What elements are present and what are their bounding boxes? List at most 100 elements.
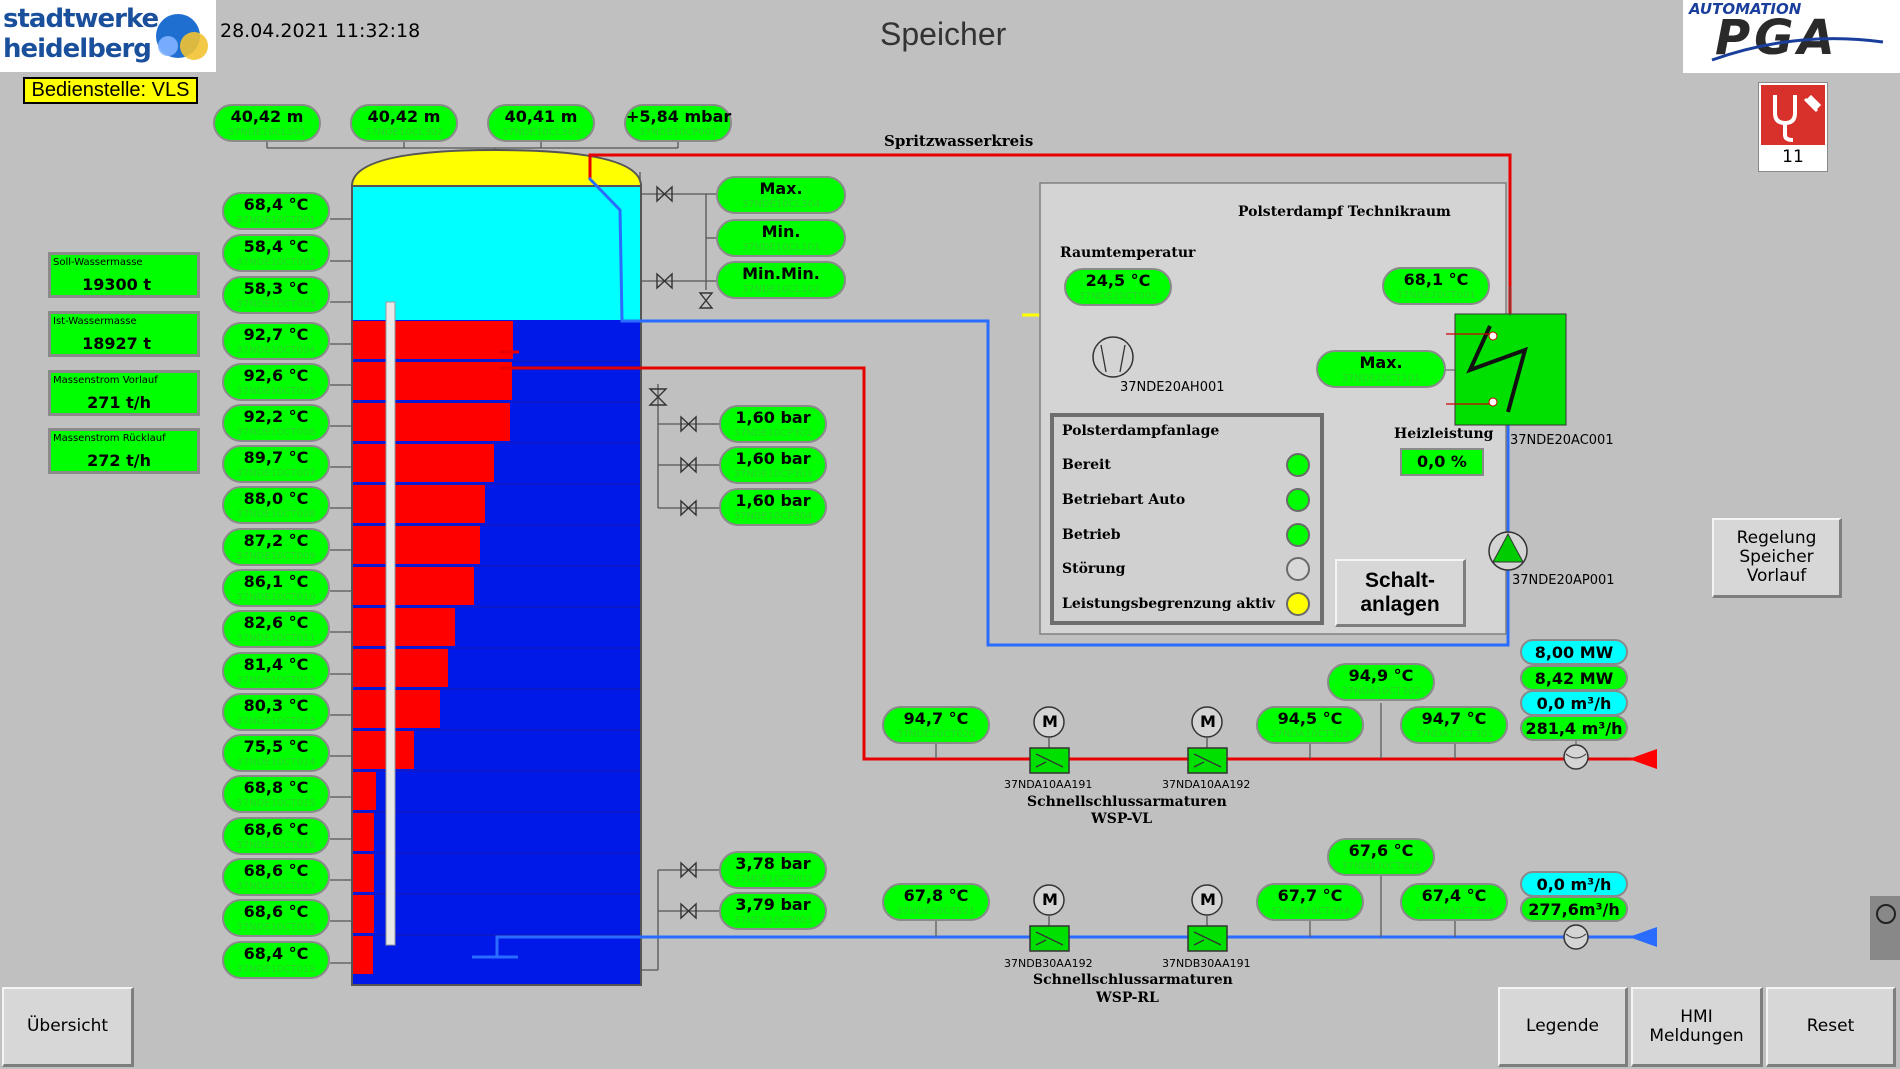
vl-power-1[interactable]: 8,00 MW [1520, 639, 1628, 665]
level-min-tag[interactable]: Min.37NDE10CL101 [716, 219, 846, 257]
status-leistungsbegrenzung: Leistungsbegrenzung aktiv [1062, 592, 1312, 616]
vl-valve1-motor-letter: M [1042, 712, 1058, 731]
page-title: Speicher [880, 16, 1007, 52]
uebersicht-button[interactable]: Übersicht [2, 987, 134, 1067]
rl-flow-2[interactable]: 277,6m³/h [1520, 896, 1628, 922]
raumtemperatur-label: Raumtemperatur [1060, 245, 1196, 261]
polster-panel: Polsterdampfanlage [1050, 413, 1324, 625]
rl-valve1-id: 37NDB30AA192 [1004, 957, 1093, 970]
maintenance-count: 11 [1782, 147, 1804, 167]
storage-tank [350, 148, 643, 986]
polster-title: Polsterdampf Technikraum [1238, 204, 1451, 220]
status-bereit: Bereit [1062, 453, 1312, 477]
pump-id: 37NDE20AP001 [1512, 573, 1615, 588]
led-leistungsbegrenzung [1286, 592, 1310, 616]
rl-valve2-motor-letter: M [1200, 890, 1216, 909]
vl-flow-2[interactable]: 281,4 m³/h [1520, 715, 1628, 741]
spritzwasser-label: Spritzwasserkreis [884, 132, 1034, 150]
rl-arrow-icon [1629, 927, 1657, 947]
status-betrieb: Betrieb [1062, 523, 1312, 547]
heater-icon [1436, 286, 1567, 426]
hmi-meldungen-button[interactable]: HMI Meldungen [1631, 987, 1763, 1067]
rl-valve2-id: 37NDB30AA191 [1162, 957, 1251, 970]
maintenance-button[interactable]: 11 [1758, 82, 1828, 172]
fan-id: 37NDE20AH001 [1120, 380, 1225, 395]
polster-panel-title: Polsterdampfanlage [1062, 423, 1220, 439]
regelung-button[interactable]: Regelung Speicher Vorlauf [1712, 518, 1842, 598]
vl-valve1-id: 37NDA10AA191 [1004, 778, 1093, 791]
rl-flow-1[interactable]: 0,0 m³/h [1520, 871, 1628, 897]
legende-button[interactable]: Legende [1498, 987, 1628, 1067]
level-max-tag[interactable]: Max.37NDE10CL304 [716, 176, 846, 214]
level-minmin-tag[interactable]: Min.Min.37NDE10CL102 [716, 261, 846, 299]
vl-valves-label: Schnellschlussarmaturen [1027, 794, 1227, 810]
cold-pipes [472, 176, 1635, 959]
heater-id: 37NDE20AC001 [1510, 433, 1614, 448]
vl-power-2[interactable]: 8,42 MW [1520, 665, 1628, 691]
fan-icon [1092, 336, 1134, 378]
status-betriebart-auto: Betriebart Auto [1062, 488, 1312, 512]
vl-valves-sub: WSP-VL [1091, 811, 1153, 827]
logo-line2: heidelberg [3, 34, 152, 64]
led-betrieb [1286, 523, 1310, 547]
heater-max-tag[interactable]: Max.37NDE20CT101 [1316, 350, 1446, 388]
operator-badge: Bedienstelle: VLS [23, 77, 198, 104]
datetime: 28.04.2021 11:32:18 [220, 20, 421, 42]
vl-flow-1[interactable]: 0,0 m³/h [1520, 690, 1628, 716]
led-stoerung [1286, 557, 1310, 581]
logo-stadtwerke: stadtwerke heidelberg [0, 0, 216, 72]
heizleistung-value[interactable]: 0,0 % [1400, 448, 1484, 476]
flow-meter-icons [1563, 740, 1589, 950]
schaltanlagen-button[interactable]: Schalt- anlagen [1335, 559, 1466, 627]
motor-valves [1029, 706, 1228, 952]
logo-pga-top: AUTOMATION [1689, 0, 1802, 18]
rl-valves-sub: WSP-RL [1096, 990, 1159, 1006]
hot-pipes [499, 153, 1635, 761]
status-stoerung: Störung [1062, 557, 1312, 581]
manual-valves [648, 185, 714, 920]
pga-swoosh-icon [1711, 37, 1884, 62]
reset-button[interactable]: Reset [1766, 987, 1896, 1067]
